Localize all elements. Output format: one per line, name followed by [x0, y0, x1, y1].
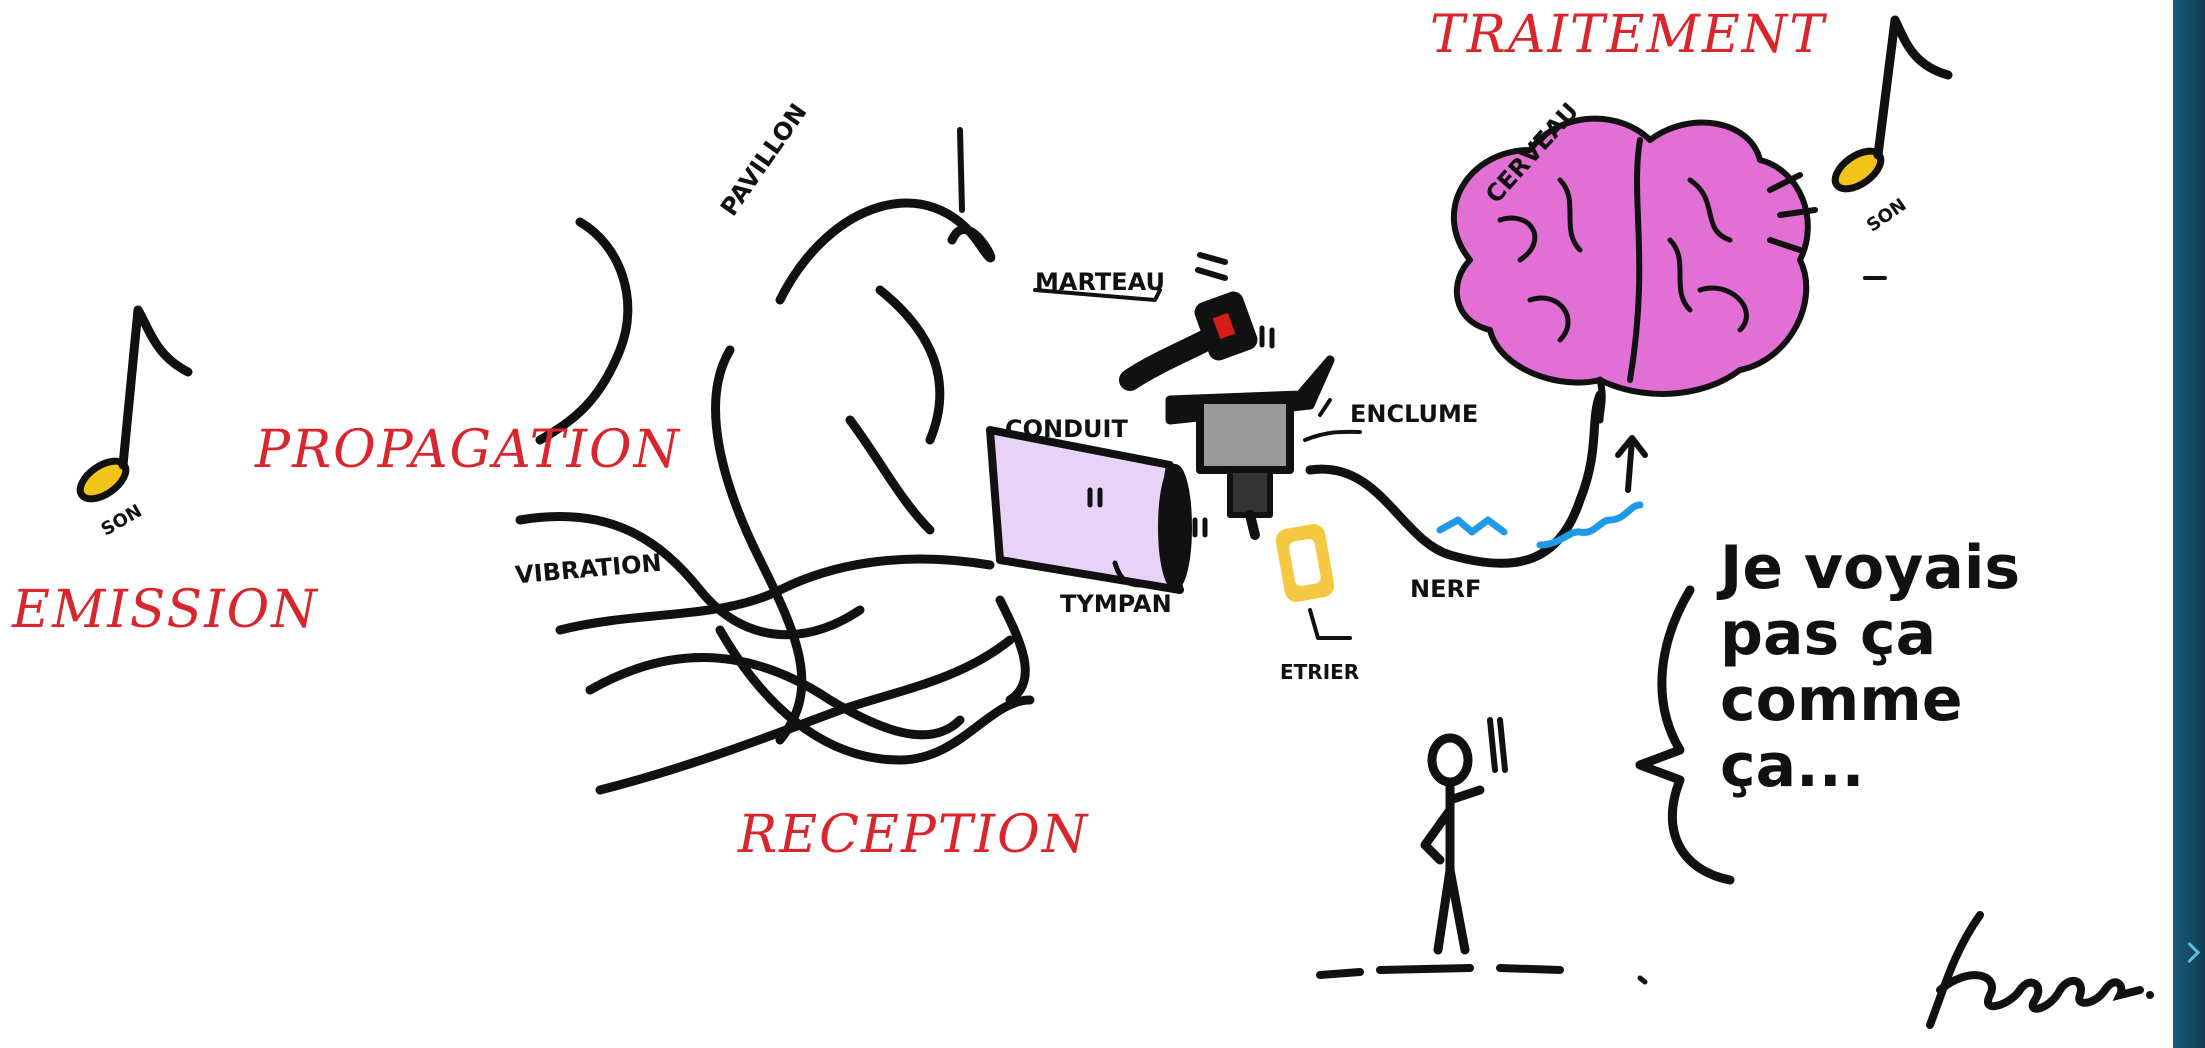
signature-mark	[1910, 895, 2170, 1045]
part-label-etrier: ETRIER	[1280, 660, 1359, 684]
slide-edge-bar	[2173, 0, 2205, 1048]
part-label-marteau: MARTEAU	[1035, 268, 1165, 296]
part-label-tympan: TYMPAN	[1060, 590, 1172, 618]
stage-label-reception: RECEPTION	[738, 805, 1089, 865]
etrier-stirrup	[1276, 525, 1350, 638]
conduit-tube	[990, 430, 1205, 590]
part-label-nerf: NERF	[1410, 575, 1481, 603]
stage-label-propagation: PROPAGATION	[255, 420, 681, 480]
speech-bubble-bracket	[1640, 590, 1730, 880]
speech-line-1: Je voyais	[1720, 535, 2120, 601]
music-note-left-icon	[74, 310, 188, 506]
speech-bubble-text: Je voyais pas ça comme ça...	[1720, 535, 2120, 799]
stage-label-emission: EMISSION	[12, 580, 319, 640]
enclume-anvil	[1170, 360, 1360, 535]
speech-line-2: pas ça	[1720, 601, 2120, 667]
part-label-enclume: ENCLUME	[1350, 400, 1478, 428]
part-label-conduit: CONDUIT	[1005, 415, 1128, 443]
pavillon-outline	[540, 222, 628, 440]
stage-label-traitement: TRAITEMENT	[1430, 5, 1826, 65]
speech-line-3: comme ça...	[1720, 667, 2120, 799]
vibration-line-3	[590, 658, 960, 735]
person-icon	[1320, 720, 1645, 982]
music-note-right-icon	[1829, 20, 1948, 196]
